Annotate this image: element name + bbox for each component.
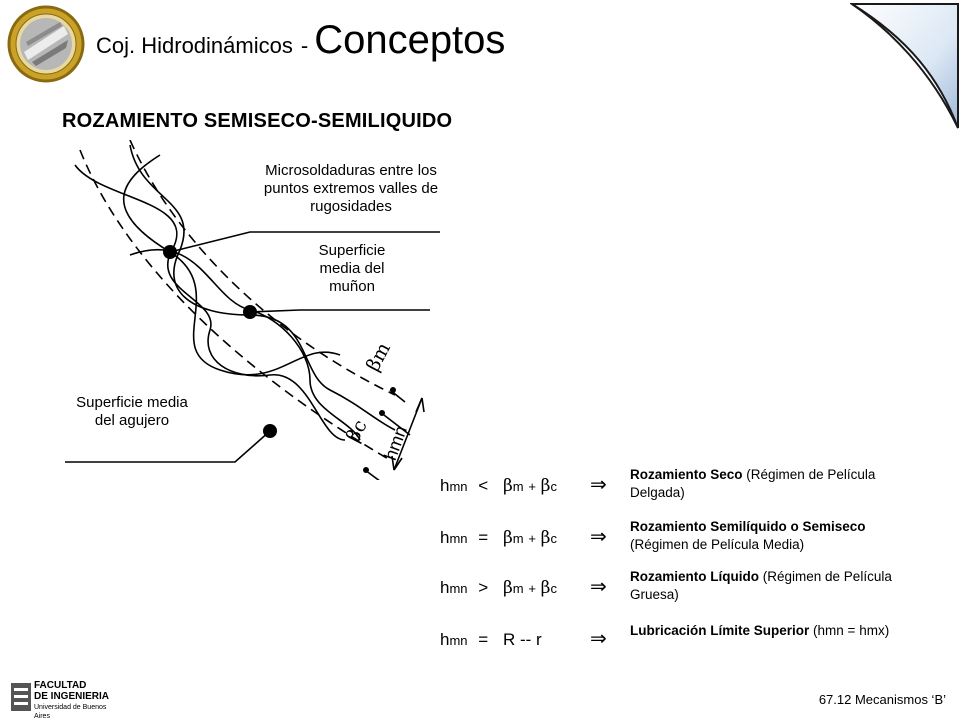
university-seal-logo bbox=[7, 5, 85, 83]
leader-microsoldaduras bbox=[169, 231, 440, 253]
leader-superficie-agujero bbox=[65, 430, 271, 463]
title-separator: - bbox=[300, 33, 309, 58]
title-main: Conceptos bbox=[314, 18, 506, 62]
label-superficie-agujero: Superficie media del agujero bbox=[76, 394, 188, 429]
facultad-line2: DE INGENIERIA bbox=[34, 691, 110, 702]
implies-arrow-3: ⇒ bbox=[590, 574, 607, 598]
friction-diagram: Microsoldaduras entre los puntos extremo… bbox=[60, 139, 460, 497]
diagram-drawing bbox=[65, 139, 440, 497]
rough-profile-secondary bbox=[122, 154, 341, 376]
contact-point-1 bbox=[163, 245, 177, 259]
condition-row-4-formula: hmn = R -- r bbox=[440, 630, 542, 649]
header-title: Coj. Hidrodinámicos-Conceptos bbox=[96, 18, 505, 63]
condition-row-1-formula: hmn < βm + βc bbox=[440, 476, 557, 496]
facultad-emblem-icon bbox=[11, 683, 31, 711]
section-heading: ROZAMIENTO SEMISECO-SEMILIQUIDO bbox=[62, 110, 453, 132]
condition-row-3-desc: Rozamiento Líquido (Régimen de Película … bbox=[630, 569, 892, 602]
contact-point-3 bbox=[263, 424, 277, 438]
implies-arrow-4: ⇒ bbox=[590, 626, 607, 650]
label-microsoldaduras: Microsoldaduras entre los puntos extremo… bbox=[263, 162, 439, 215]
contact-point-2 bbox=[243, 305, 257, 319]
condition-row-2-desc: Rozamiento Semilíquido o Semiseco (Régim… bbox=[630, 519, 866, 552]
rough-profile-hole bbox=[74, 164, 346, 441]
condition-row-3-formula: hmn > βm + βc bbox=[440, 578, 557, 598]
label-superficie-munon: Superficie media del muñon bbox=[318, 242, 386, 295]
mean-surface-journal-arc bbox=[129, 139, 396, 396]
condition-row-1-desc: Rozamiento Seco (Régimen de Película Del… bbox=[630, 467, 876, 500]
implies-arrow-1: ⇒ bbox=[590, 472, 607, 496]
leader-superficie-munon bbox=[249, 309, 430, 313]
page-curl-decoration bbox=[850, 2, 959, 129]
condition-row-2-formula: hmn = βm + βc bbox=[440, 528, 557, 548]
condition-row-4-desc: Lubricación Límite Superior (hmn = hmx) bbox=[630, 623, 890, 638]
mean-surface-hole-arc bbox=[79, 149, 391, 461]
implies-arrow-2: ⇒ bbox=[590, 524, 607, 548]
rough-profile-tertiary bbox=[129, 248, 361, 441]
rough-profile-journal bbox=[129, 144, 396, 431]
course-footer: 67.12 Mecanismos ‘B’ bbox=[818, 692, 946, 707]
facultad-line3: Universidad de Buenos Aires bbox=[34, 704, 107, 720]
facultad-line1: FACULTAD bbox=[34, 680, 87, 691]
title-prefix: Coj. Hidrodinámicos bbox=[96, 33, 293, 58]
facultad-logo: FACULTAD DE INGENIERIA Universidad de Bu… bbox=[10, 680, 120, 720]
